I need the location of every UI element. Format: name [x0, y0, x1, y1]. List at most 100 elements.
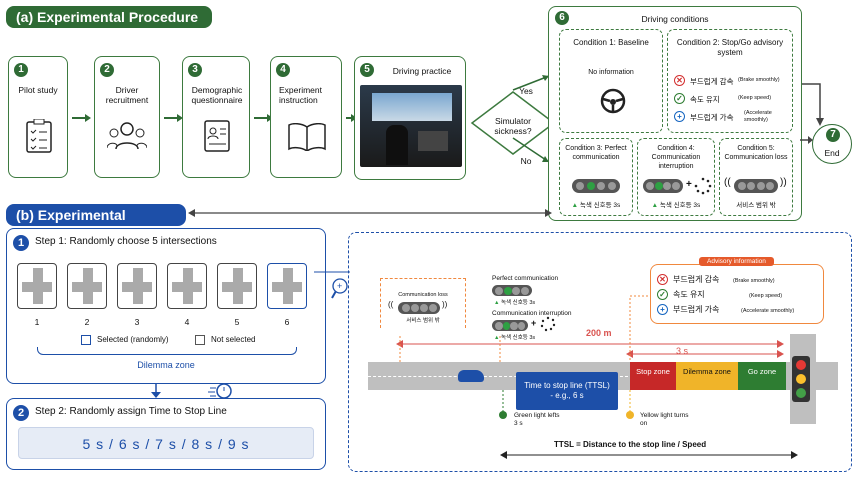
condition-3-caption-text: 녹색 신호등 3s	[579, 202, 621, 209]
formula-arrow	[500, 451, 798, 459]
legend-selected: Selected (randomly)	[97, 335, 169, 344]
go-zone: Go zone	[738, 362, 786, 390]
steering-wheel-icon	[600, 88, 626, 114]
step-2-label: Driver recruitment	[105, 85, 149, 105]
step-1-label: Pilot study	[18, 85, 58, 95]
step-3-box: 3 Demographic questionnaire	[182, 56, 250, 178]
people-icon	[107, 122, 147, 150]
brake-icon: ✕	[674, 75, 685, 86]
step-7-number: 7	[826, 128, 840, 142]
intersection-2-label: 2	[84, 317, 90, 327]
step-b2-label: Step 2: Randomly assign Time to Stop Lin…	[35, 406, 227, 417]
book-icon	[288, 123, 326, 151]
traffic-light-off-icon	[734, 179, 778, 193]
intersection-5	[217, 263, 257, 309]
interruption-label: Communication interruption	[492, 310, 572, 317]
selected-checkbox-icon	[81, 335, 91, 345]
c2-brake-en: (Brake smoothly)	[738, 77, 780, 83]
perfect-kr: 녹색 신호등 3s	[500, 300, 536, 306]
yellow-on-label: Yellow light turns on	[640, 412, 689, 427]
condition-4-card: Condition 4: Communication interruption …	[637, 138, 715, 216]
decision-label: Simulator sickness?	[494, 116, 532, 136]
adv-accel-en: (Accelerate smoothly)	[741, 308, 795, 314]
adv-keep-icon: ✓	[657, 289, 668, 300]
arrow-4-5	[346, 114, 357, 122]
step-1-number: 1	[14, 63, 28, 77]
condition-4-title: Condition 4: Communication interruption	[651, 145, 701, 170]
svg-text:+: +	[337, 281, 342, 291]
three-s-label: 3 s	[676, 346, 689, 356]
dilemma-brace	[37, 347, 297, 355]
distance-label: 200 m	[586, 328, 612, 338]
section-a-title: (a) Experimental Procedure	[16, 9, 199, 25]
section-b-header: (b) Experimental Design	[6, 204, 186, 239]
step-6-number: 6	[555, 11, 569, 25]
loading-dots-icon	[694, 177, 712, 195]
arrow-2-3	[164, 114, 183, 122]
not-selected-checkbox-icon	[195, 335, 205, 345]
advisory-title: Advisory information	[699, 257, 774, 266]
questionnaire-icon	[204, 120, 230, 152]
c2-keep-row: ✓ 속도 유지 (Keep speed)	[674, 92, 790, 106]
arrow-1-2	[72, 114, 91, 122]
step-3-label: Demographic questionnaire	[191, 85, 243, 105]
perfect-caption: ▲ 녹색 신호등 3s	[494, 300, 536, 306]
condition-4-caption: ▲ 녹색 신호등 3s	[651, 202, 701, 209]
dilemma-zone-label: Dilemma zone	[137, 360, 195, 370]
down-arrow	[151, 384, 161, 398]
lane-marking	[368, 376, 628, 377]
step-4-box: 4 Experiment instruction	[270, 56, 342, 178]
c2-accel-row: + 부드럽게 가속 (Accelerate smoothly)	[674, 110, 790, 128]
distance-arrows	[396, 336, 784, 366]
step-5-label: Driving practice	[392, 66, 452, 76]
step-b2-number: 2	[13, 405, 29, 421]
adv-accel-kr: 부드럽게 가속	[673, 305, 720, 314]
traffic-signal-icon	[792, 356, 810, 402]
c2-accel-kr: 부드럽게 가속	[690, 113, 734, 122]
intersection-2	[67, 263, 107, 309]
step-5-box: 5 Driving practice	[354, 56, 466, 180]
condition-5-card: Condition 5: Communication loss (( )) 서비…	[719, 138, 793, 216]
step-1-box: 1 Pilot study	[8, 56, 68, 178]
advisory-box: Advisory information ✕ 부드럽게 감속 (Brake sm…	[650, 257, 824, 324]
car-icon	[458, 370, 484, 382]
adv-keep-en: (Keep speed)	[749, 293, 783, 299]
step-b1-box: 1 Step 1: Randomly choose 5 intersection…	[6, 228, 326, 384]
stopwatch-icon	[208, 383, 232, 399]
condition-2-card: Condition 2: Stop/Go advisory system ✕ 부…	[667, 29, 793, 133]
interruption-kr: 녹색 신호등 3s	[500, 335, 536, 341]
decision-diamond	[470, 91, 556, 155]
step-2-box: 2 Driver recruitment	[94, 56, 160, 178]
signal-waves-left-icon: ((	[724, 177, 731, 188]
perfect-label: Perfect communication	[492, 275, 559, 282]
adv-brake-icon: ✕	[657, 274, 668, 285]
section-b-title: (b) Experimental Design	[16, 207, 126, 239]
condition-2-title: Condition 2: Stop/Go advisory system	[676, 38, 784, 57]
comm-loss-bracket	[380, 278, 466, 328]
c2-brake-kr: 부드럽게 감속	[690, 77, 734, 86]
ttsl-box: Time to stop line (TTSL) - e.g., 6 s	[516, 372, 618, 410]
condition-3-card: Condition 3: Perfect communication ▲ 녹색 …	[559, 138, 633, 216]
ttsl-values: 5 s / 6 s / 7 s / 8 s / 9 s	[18, 427, 314, 459]
comm-loss-light-icon	[398, 302, 440, 314]
comm-loss-waves-right-icon: ))	[442, 300, 448, 309]
decision-arrows	[512, 75, 550, 163]
adv-keep-kr: 속도 유지	[673, 290, 705, 299]
step-b1-number: 1	[13, 235, 29, 251]
comm-loss-kr: 서비스 범위 밖	[406, 318, 440, 324]
intersection-5-label: 5	[234, 317, 240, 327]
driving-conditions-title: Driving conditions	[641, 14, 709, 24]
step-5-number: 5	[360, 63, 374, 77]
decision-no: No	[520, 156, 532, 166]
comm-loss-waves-icon: ((	[388, 300, 394, 309]
c2-keep-en: (Keep speed)	[738, 95, 772, 101]
step-3-number: 3	[188, 63, 202, 77]
end-arrow-lower	[800, 136, 813, 144]
section-link-arrow	[188, 209, 552, 217]
intersection-3-label: 3	[134, 317, 140, 327]
condition-5-caption: 서비스 범위 밖	[736, 202, 776, 209]
intersection-6-label: 6	[284, 317, 290, 327]
interruption-light-icon	[492, 320, 528, 331]
green-left-label: Green light lefts 3 s	[514, 412, 560, 427]
intersection-4	[167, 263, 207, 309]
